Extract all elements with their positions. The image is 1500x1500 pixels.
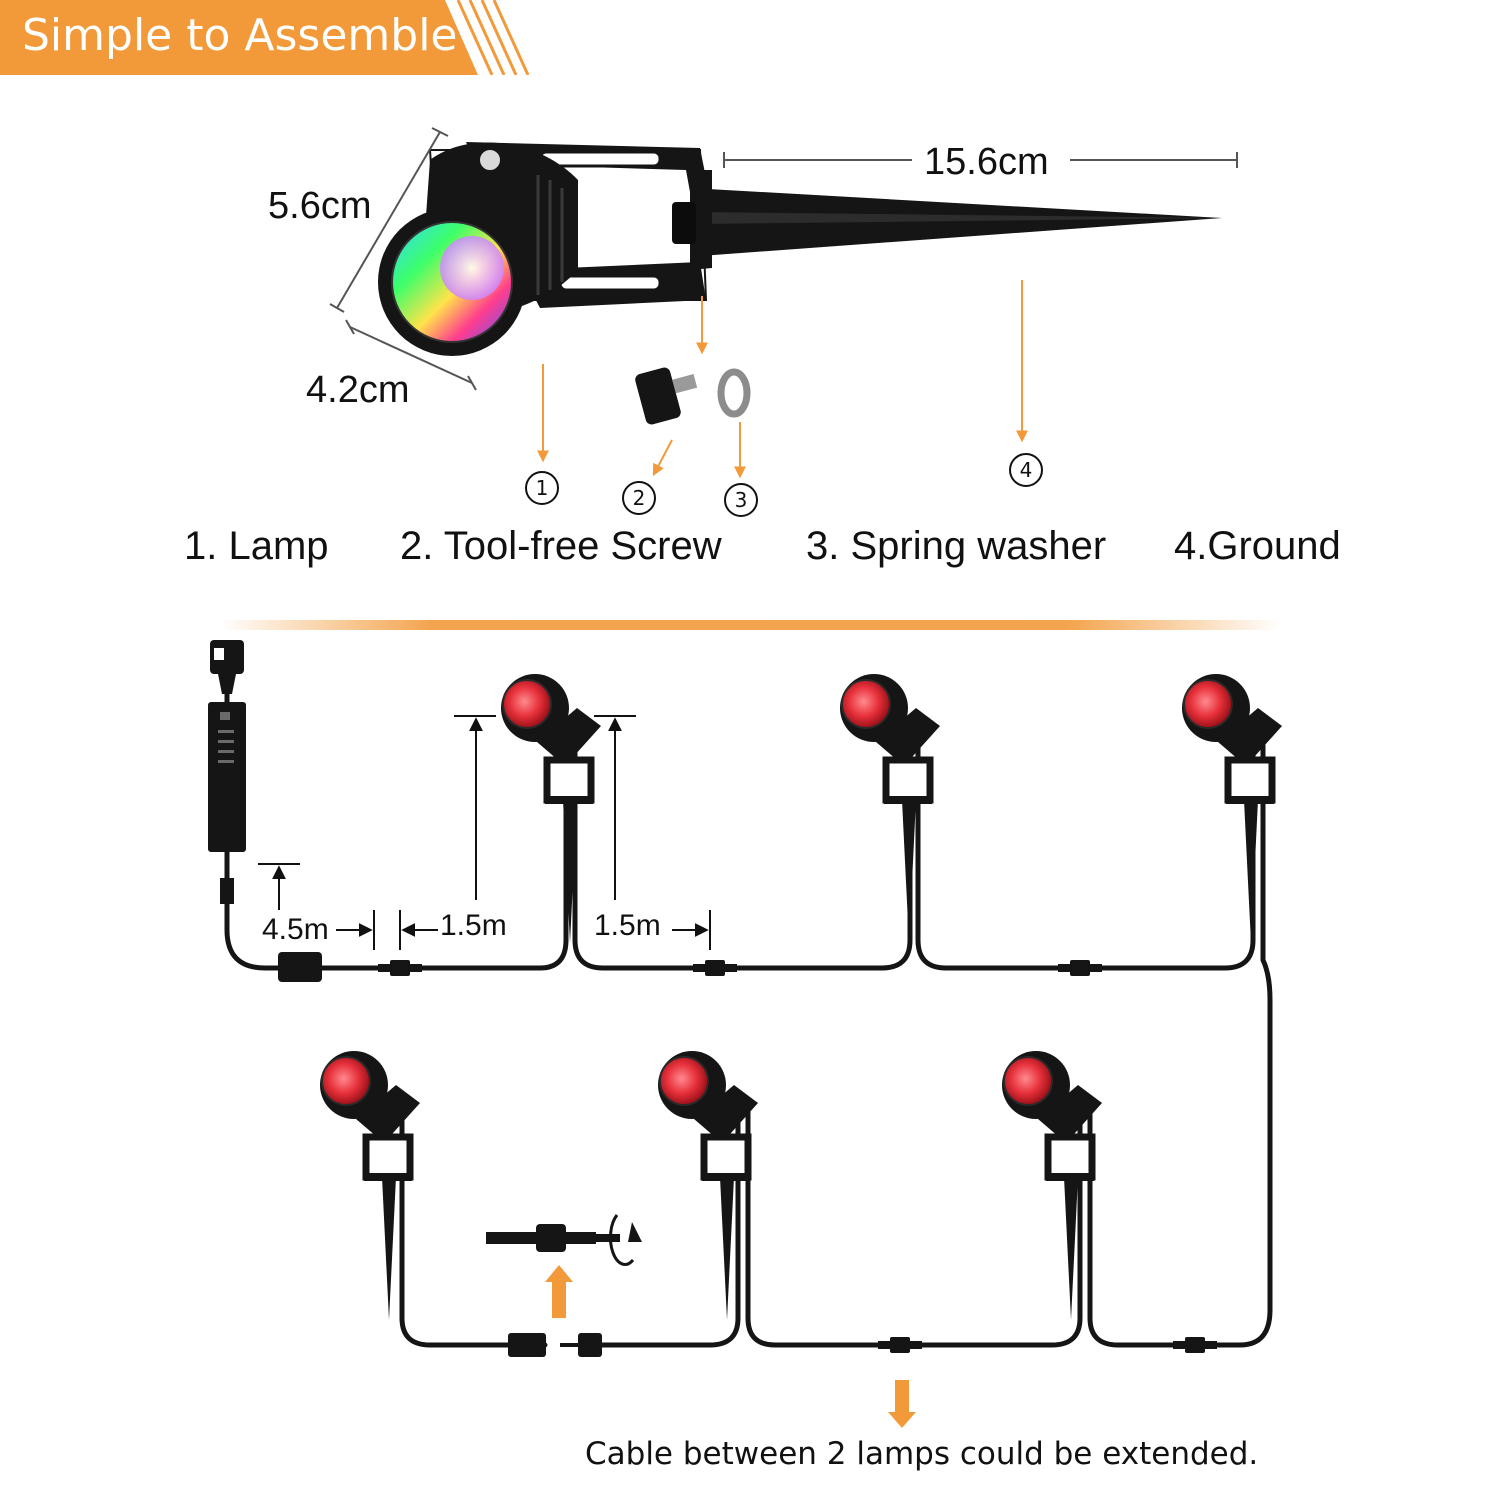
spotlight-illustration — [378, 142, 1222, 356]
callout-4: 4 — [1009, 453, 1043, 487]
lamp-4 — [320, 1051, 420, 1320]
lamp-1 — [501, 674, 601, 943]
lamp-3 — [1182, 674, 1282, 943]
lead-length-label: 4.5m — [262, 913, 329, 946]
part-label-lamp: 1. Lamp — [184, 524, 329, 568]
dimension-lines — [329, 127, 1238, 391]
callout-1: 1 — [525, 471, 559, 505]
lamp-5 — [658, 1051, 758, 1320]
spacing-label-a: 1.5m — [440, 909, 507, 942]
power-driver — [208, 702, 246, 852]
connector-male — [578, 1333, 602, 1357]
connector-female — [508, 1333, 546, 1357]
arrow-down-orange — [888, 1380, 916, 1428]
screw-knob — [672, 202, 696, 244]
power-plug — [210, 640, 244, 694]
tool-free-screw-part — [635, 367, 698, 425]
controller-box — [278, 952, 322, 982]
spring-washer-part — [717, 368, 751, 418]
cable-extension-note: Cable between 2 lamps could be extended. — [585, 1436, 1259, 1472]
spacing-label-b: 1.5m — [594, 909, 661, 942]
wiring-layout — [208, 640, 1282, 1428]
ground-spike — [690, 188, 1222, 256]
callout-3: 3 — [724, 483, 758, 517]
lamp-6 — [1002, 1051, 1102, 1320]
part-label-screw: 2. Tool-free Screw — [400, 524, 722, 568]
connector-detail — [486, 1214, 642, 1266]
callout-2: 2 — [622, 481, 656, 515]
arrow-up-orange — [545, 1265, 573, 1318]
callout-arrows — [537, 280, 1028, 479]
title-banner — [0, 0, 530, 75]
dimension-width: 4.2cm — [306, 369, 410, 411]
part-label-ground: 4.Ground — [1174, 524, 1341, 568]
lamp-2 — [840, 674, 940, 943]
dimension-height: 5.6cm — [268, 185, 372, 227]
section-divider — [220, 620, 1280, 630]
banner-title: Simple to Assemble — [22, 10, 458, 61]
part-label-washer: 3. Spring washer — [806, 524, 1107, 568]
dimension-spike-length: 15.6cm — [924, 141, 1049, 183]
length-markers — [258, 715, 711, 950]
